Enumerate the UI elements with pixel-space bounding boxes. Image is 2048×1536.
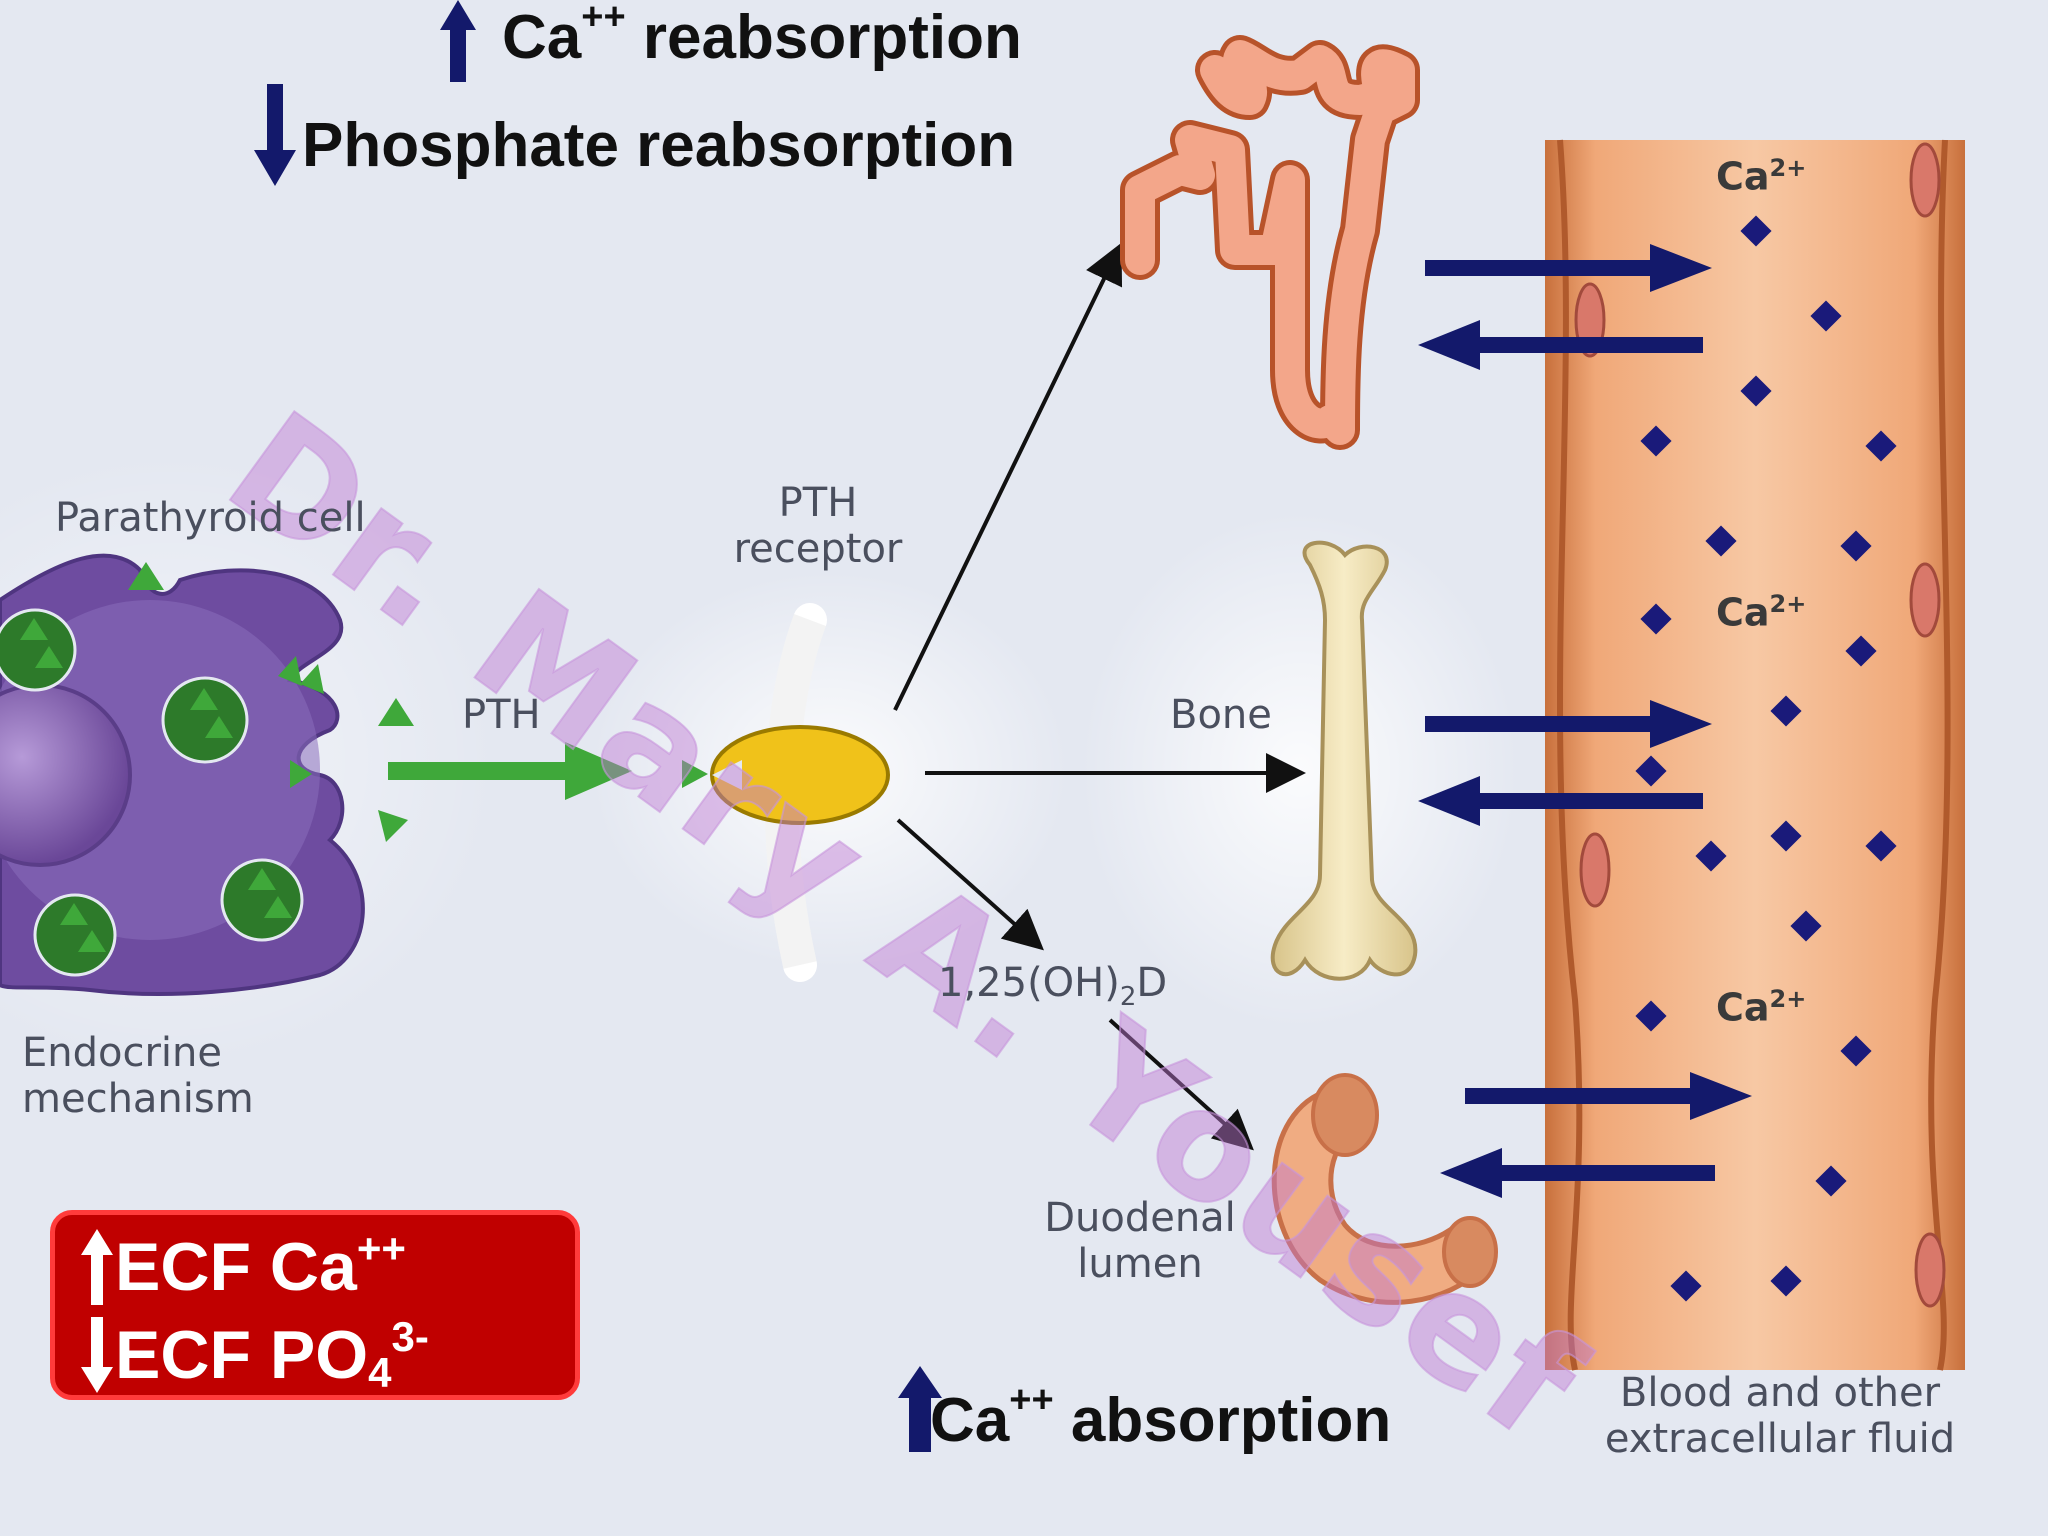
blood-ecf-label: Blood and other extracellular fluid [1604,1370,1956,1462]
bone-label: Bone [1170,692,1272,738]
ecf-ca-line: ECF Ca++ [79,1223,575,1311]
parathyroid-cell-label: Parathyroid cell [55,495,366,541]
parathyroid-cell [0,553,708,996]
up-arrow-icon [440,0,476,82]
endocrine-mechanism-label: Endocrine mechanism [22,1030,254,1122]
ca-label-middle: Ca2+ [1716,590,1807,635]
duodenum [1271,1073,1498,1305]
ca-label-top: Ca2+ [1716,154,1807,199]
vitamin-d-label: 1,25(OH)2D [938,960,1168,1012]
blood-vessel [1545,139,1965,1371]
pth-receptor-label: PTH receptor [733,480,903,572]
bone [1270,540,1418,981]
up-arrow-icon [898,1366,942,1452]
heading-arrows [254,0,942,1452]
ca-absorption-heading: Ca++ absorption [930,1379,1392,1455]
down-arrow-icon [254,84,296,186]
exchange-arrows [1418,244,1752,1198]
up-arrow-icon [81,1229,113,1305]
ca-reabsorption-heading: Ca++ reabsorption [502,0,1022,72]
duodenal-lumen-label: Duodenal lumen [1044,1195,1236,1287]
pth-arrow [388,742,632,800]
phosphate-reabsorption-heading: Phosphate reabsorption [302,111,1016,180]
kidney-nephron [1120,35,1420,450]
pth-label: PTH [462,692,541,738]
ca-label-bottom: Ca2+ [1716,985,1807,1030]
pth-receptor [710,725,890,825]
down-arrow-icon [81,1317,113,1393]
signal-arrows [893,242,1306,1151]
